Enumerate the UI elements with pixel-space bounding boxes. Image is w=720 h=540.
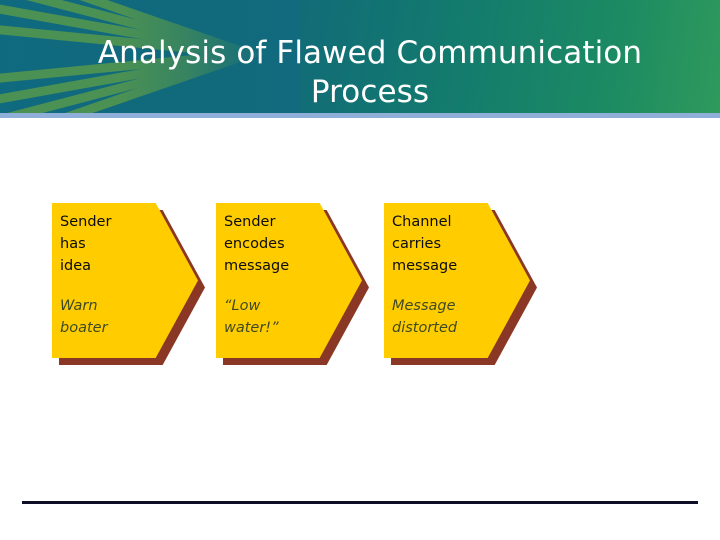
footer-divider <box>22 501 698 504</box>
step-note: “Low water!” <box>224 298 279 336</box>
arrow-text-group: Sender encodes message “Low water!” <box>224 211 328 339</box>
process-step-3[interactable]: Channel carries message Message distorte… <box>384 203 537 373</box>
arrow-text-group: Sender has idea Warn boater <box>60 211 164 339</box>
step-heading: Channel carries message <box>392 214 458 274</box>
step-heading: Sender encodes message <box>224 214 290 274</box>
arrow-text-group: Channel carries message Message distorte… <box>392 211 496 339</box>
step-note: Warn boater <box>60 298 108 336</box>
header-bottom-rule <box>0 113 720 118</box>
process-step-1[interactable]: Sender has idea Warn boater <box>52 203 205 373</box>
process-step-2[interactable]: Sender encodes message “Low water!” <box>216 203 369 373</box>
step-heading: Sender has idea <box>60 214 112 274</box>
step-note: Message distorted <box>392 298 458 336</box>
page-title: Analysis of Flawed Communication Process <box>97 35 643 110</box>
